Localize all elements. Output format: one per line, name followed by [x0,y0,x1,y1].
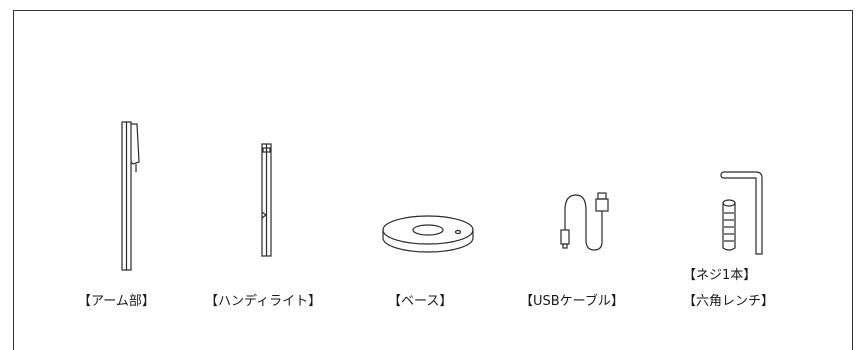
hex-wrench-label: 【六角レンチ】 [683,294,775,309]
usb-cable [548,190,618,260]
screw-and-hex-wrench-icon [720,171,763,255]
arm-part-icon [121,121,140,271]
parts-list-frame [13,10,853,350]
base-icon [382,215,474,253]
handy-light-icon [261,143,272,257]
handy-light [258,140,278,260]
arm-part [118,118,148,278]
base-label: 【ベース】 [388,294,453,309]
handy-light-label: 【ハンディライト】 [205,294,322,309]
arm-part-label: 【アーム部】 [78,294,155,309]
usb-cable-label: 【USBケーブル】 [520,294,624,309]
screw-and-hex-wrench [712,168,772,258]
base [378,210,478,260]
screw-label: 【ネジ1本】 [683,268,757,283]
usb-cable-icon [560,192,609,251]
